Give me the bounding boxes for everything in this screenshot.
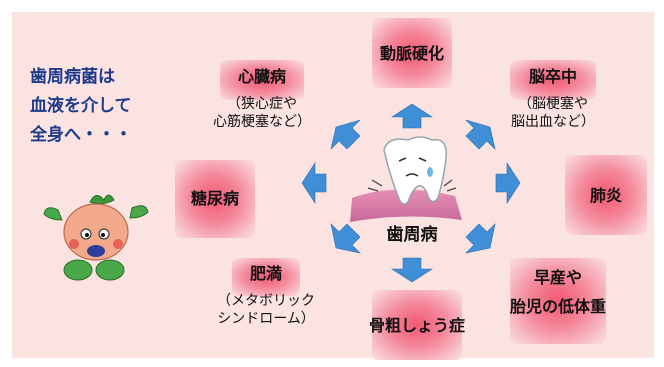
arrow-right	[495, 161, 521, 205]
arrow-down-left	[330, 223, 361, 254]
mascot-left-foot	[63, 259, 93, 281]
label-domyaku: 動脈硬化	[379, 44, 444, 63]
intro-text: 歯周病菌は 血液を介して 全身へ・・・	[30, 63, 132, 150]
mascot-cheek-left	[69, 239, 79, 249]
label-sozan-2: 胎児の低体重	[509, 297, 606, 316]
box-himan	[232, 258, 300, 296]
box-domyaku	[372, 18, 452, 88]
pain-mark-right	[443, 179, 457, 192]
tooth-right-eye	[418, 157, 427, 162]
box-kotsu	[372, 290, 462, 360]
mascot-left-arm	[43, 207, 63, 221]
label-shinzobyo: 心臓病	[237, 67, 286, 86]
mascot-character	[43, 194, 149, 281]
arrow-up-left	[330, 119, 361, 150]
tooth-left-eye	[398, 157, 407, 162]
sub-noso-2: 脳出血など）	[511, 114, 595, 130]
intro-line-3: 全身へ・・・	[30, 125, 132, 145]
center-label: 歯周病	[386, 225, 438, 245]
label-tonyo: 糖尿病	[190, 189, 239, 208]
arrow-left	[301, 161, 327, 205]
sub-himan-1: （メタボリック	[217, 293, 315, 309]
sub-shinzobyo-2: 心筋梗塞など）	[213, 114, 311, 130]
tooth-tear	[427, 167, 433, 177]
mascot-cheek-right	[113, 239, 123, 249]
mascot-right-foot	[95, 259, 125, 281]
arrow-down-right	[465, 223, 496, 254]
sub-shinzobyo-1: （狭心症や	[227, 96, 297, 112]
arrow-up-right	[465, 119, 496, 150]
sub-himan-2: シンドローム）	[217, 311, 315, 327]
box-sozan	[510, 258, 606, 344]
intro-line-2: 血液を介して	[30, 96, 132, 116]
intro-line-1: 歯周病菌は	[30, 67, 115, 87]
label-himan: 肥満	[249, 264, 282, 283]
box-shinzobyo	[220, 60, 304, 100]
label-kotsu: 骨粗しょう症	[368, 316, 465, 335]
arrow-up	[390, 103, 434, 129]
tooth-mouth	[405, 173, 419, 177]
label-sozan-1: 早産や	[533, 268, 582, 287]
mascot-right-arm	[129, 205, 149, 219]
label-haien: 肺炎	[589, 186, 622, 205]
mascot-body	[63, 203, 129, 261]
label-noso: 脳卒中	[528, 67, 577, 86]
sub-noso-1: （脳梗塞や	[518, 96, 588, 112]
box-haien	[565, 155, 647, 235]
mascot-leaf-icon	[89, 194, 115, 205]
box-noso	[510, 60, 596, 100]
mascot-mouth	[87, 245, 105, 257]
box-tonyo	[175, 160, 255, 238]
pain-mark-left	[367, 179, 383, 192]
tooth-icon	[383, 136, 447, 205]
arrow-down	[390, 257, 434, 283]
